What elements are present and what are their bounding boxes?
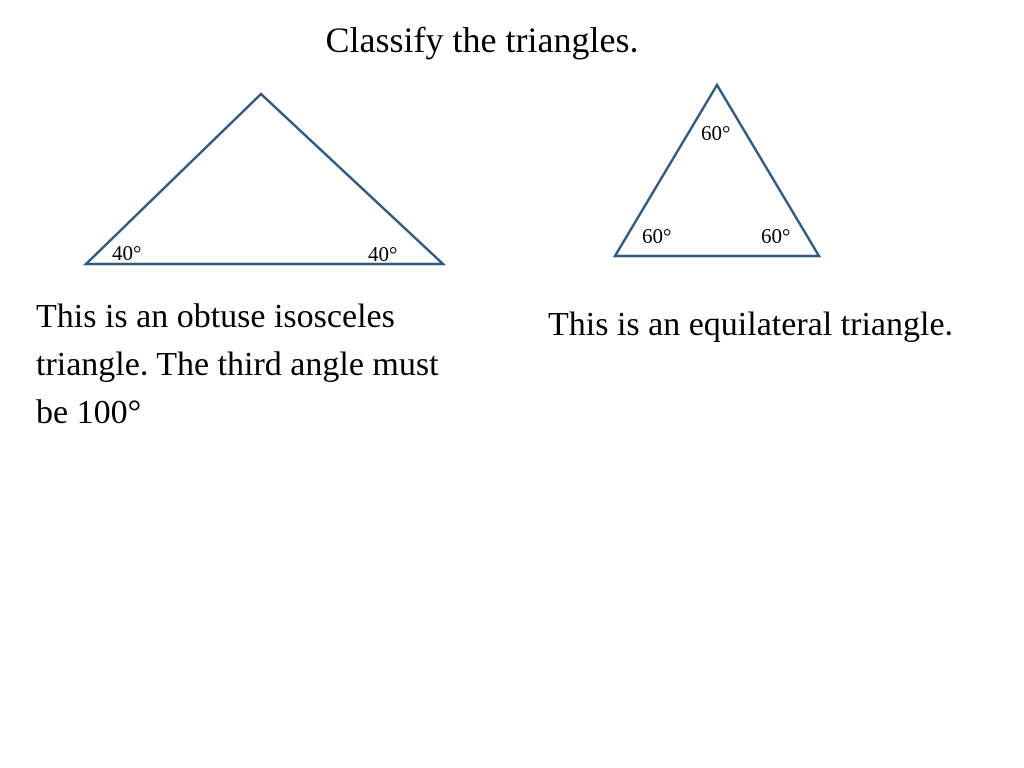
- equilateral-right-angle-label: 60°: [761, 224, 790, 248]
- equilateral-top-angle-label: 60°: [701, 121, 730, 145]
- page-title: Classify the triangles.: [325, 20, 639, 60]
- isosceles-right-angle-label: 40°: [368, 242, 397, 266]
- equilateral-caption: This is an equilateral triangle.: [548, 306, 954, 343]
- isosceles-triangle: 40° 40°: [82, 92, 447, 266]
- isosceles-triangle-shape: [82, 92, 447, 266]
- isosceles-caption: This is an obtuse isosceles triangle. Th…: [36, 298, 439, 431]
- equilateral-triangle-shape: [612, 82, 822, 258]
- equilateral-left-angle-label: 60°: [642, 224, 671, 248]
- equilateral-triangle: 60° 60° 60°: [612, 82, 822, 258]
- isosceles-left-angle-label: 40°: [112, 241, 141, 265]
